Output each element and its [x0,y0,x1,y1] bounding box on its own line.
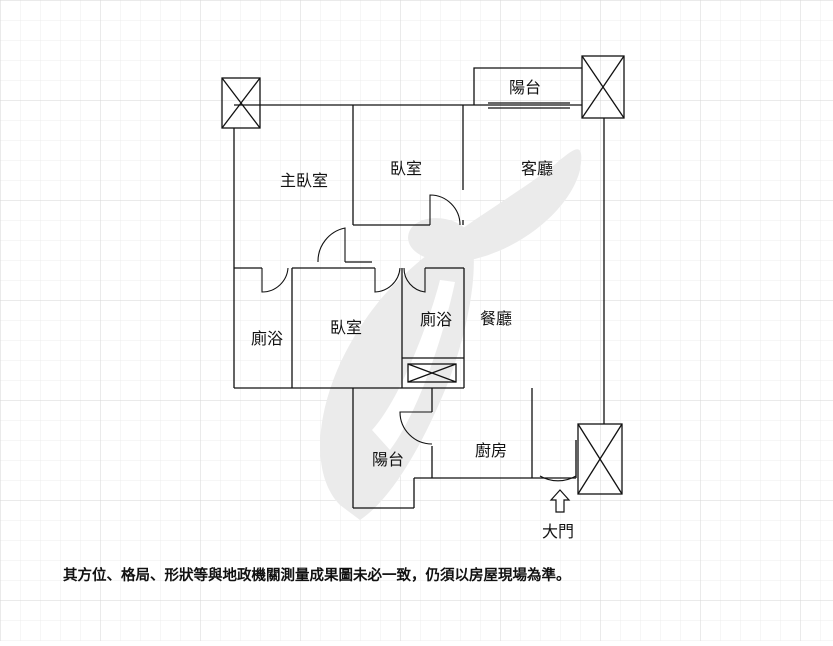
room-labels: 主臥室 臥室 客廳 廁浴 臥室 廁浴 餐廳 陽台 陽台 廚房 [251,78,553,469]
room-label-living-room: 客廳 [521,159,553,178]
watermark-logo [320,149,582,520]
room-label-master-bedroom: 主臥室 [280,171,328,190]
doors [261,194,577,482]
entrance-arrow-icon [549,489,571,513]
room-label-bathroom-mid: 廁浴 [420,310,452,329]
room-label-bedroom-mid: 臥室 [330,318,362,337]
room-label-balcony-bottom: 陽台 [372,450,404,469]
shaft-top-right [581,55,625,119]
entrance-label: 大門 [542,522,574,541]
room-label-bedroom-top: 臥室 [390,159,422,178]
shaft-top-left [221,77,261,129]
walls [233,67,605,509]
room-label-bathroom-left: 廁浴 [251,329,283,348]
room-label-balcony-top: 陽台 [509,78,541,97]
room-label-dining-room: 餐廳 [480,309,512,328]
bathroom-vent [407,363,457,383]
disclaimer-text: 其方位、格局、形狀等與地政機關測量成果圖未必一致，仍須以房屋現場為準。 [63,566,571,584]
shaft-bottom-right [577,423,623,495]
room-label-kitchen: 廚房 [475,441,507,460]
